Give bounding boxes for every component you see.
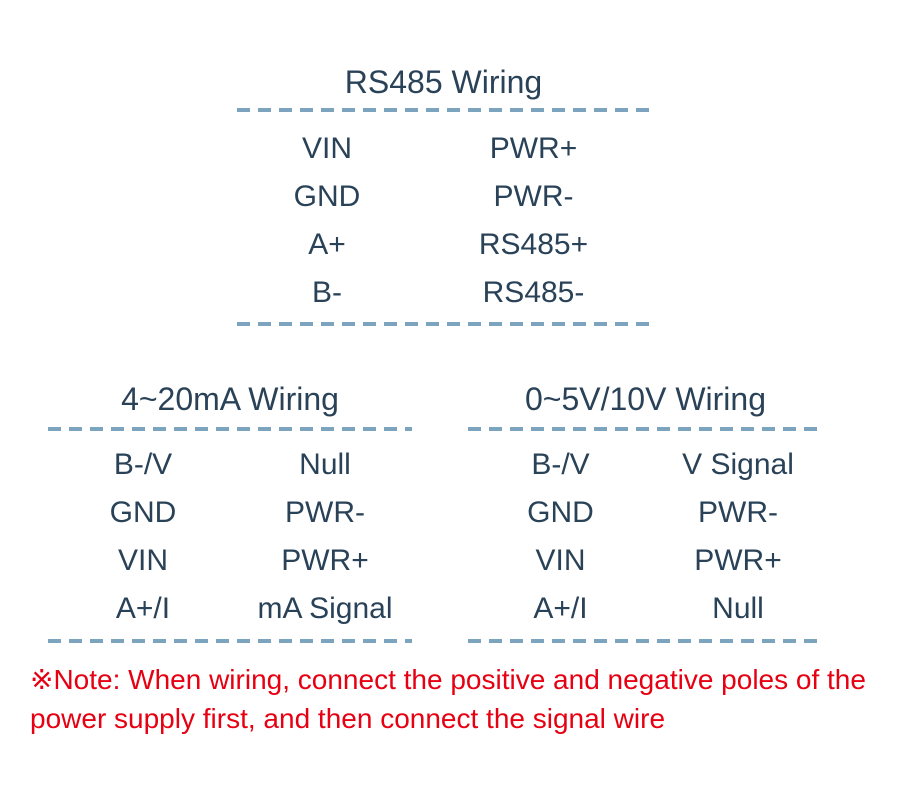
- device-pin-label: VIN: [117, 544, 168, 577]
- section-title: RS485 Wiring: [344, 64, 543, 100]
- dashed-divider: [468, 639, 823, 643]
- pin-row: B-/V Null: [48, 441, 412, 489]
- wire-function-label: V Signal: [682, 448, 794, 481]
- device-pin-label: A+/I: [115, 592, 171, 625]
- wire-function-label: Null: [712, 592, 764, 625]
- pin-row: GND PWR-: [48, 489, 412, 537]
- wire-function-label: PWR+: [694, 544, 782, 577]
- device-pin-label: B-/V: [531, 448, 590, 481]
- pin-row: VIN PWR+: [468, 537, 823, 585]
- wire-function-label: Null: [299, 448, 351, 481]
- dashed-divider: [237, 108, 650, 112]
- device-pin-label: B-: [312, 276, 342, 309]
- note-line-2: power supply first, and then connect the…: [30, 703, 666, 734]
- pin-row: A+/I mA Signal: [48, 585, 412, 633]
- section-title: 4~20mA Wiring: [121, 381, 339, 417]
- wire-function-label: PWR+: [489, 132, 578, 165]
- device-pin-label: VIN: [301, 132, 352, 165]
- wiring-note: ※Note: When wiring, connect the positive…: [30, 660, 890, 738]
- pin-table: B-/V Null GND PWR- VIN PWR+ A+/I mA Sign…: [48, 441, 412, 633]
- pin-row: GND PWR-: [237, 173, 650, 221]
- section-0-5v-10v-wiring: 0~5V/10V Wiring B-/V V Signal GND PWR- V…: [468, 377, 823, 643]
- section-title: 0~5V/10V Wiring: [524, 381, 766, 417]
- dashed-divider: [48, 639, 412, 643]
- wire-function-label: RS485+: [478, 228, 589, 261]
- pin-row: B- RS485-: [237, 269, 650, 317]
- device-pin-label: GND: [293, 180, 361, 213]
- pin-row: VIN PWR+: [237, 125, 650, 173]
- pin-table: VIN PWR+ GND PWR- A+ RS485+ B- RS485-: [237, 125, 650, 317]
- section-4-20ma-wiring: 4~20mA Wiring B-/V Null GND PWR- VIN PWR…: [48, 377, 412, 643]
- pin-row: A+/I Null: [468, 585, 823, 633]
- pin-row: B-/V V Signal: [468, 441, 823, 489]
- device-pin-label: B-/V: [113, 448, 173, 481]
- wire-function-label: PWR-: [493, 180, 574, 213]
- wire-function-label: mA Signal: [257, 592, 393, 625]
- wire-function-label: PWR-: [285, 496, 365, 529]
- device-pin-label: VIN: [535, 544, 586, 577]
- wire-function-label: RS485-: [482, 276, 585, 309]
- dashed-divider: [468, 427, 823, 431]
- pin-row: VIN PWR+: [48, 537, 412, 585]
- dashed-divider: [237, 322, 650, 326]
- pin-row: A+ RS485+: [237, 221, 650, 269]
- device-pin-label: A+/I: [533, 592, 588, 625]
- wire-function-label: PWR-: [698, 496, 778, 529]
- wire-function-label: PWR+: [281, 544, 369, 577]
- pin-table: B-/V V Signal GND PWR- VIN PWR+ A+/I Nul…: [468, 441, 823, 633]
- device-pin-label: GND: [109, 496, 177, 529]
- device-pin-label: A+: [308, 228, 346, 261]
- device-pin-label: GND: [527, 496, 594, 529]
- section-rs485-wiring: RS485 Wiring VIN PWR+ GND PWR- A+ RS485+…: [237, 60, 650, 326]
- note-line-1: ※Note: When wiring, connect the positive…: [30, 664, 866, 695]
- dashed-divider: [48, 427, 412, 431]
- pin-row: GND PWR-: [468, 489, 823, 537]
